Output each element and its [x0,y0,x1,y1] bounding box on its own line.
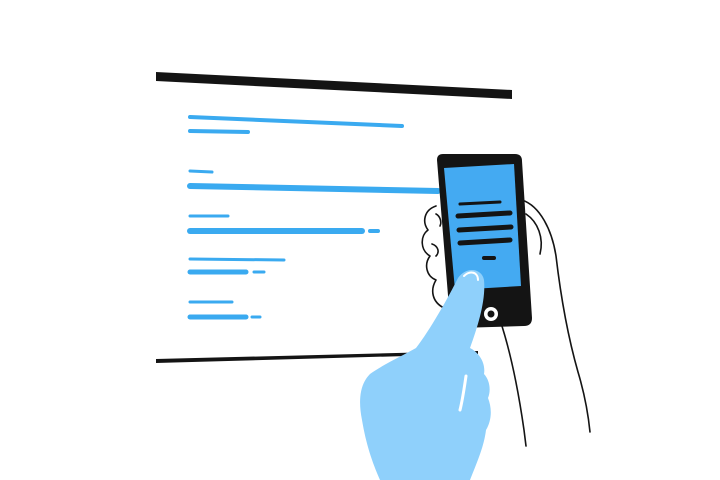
pointing-hand-shape [360,269,491,480]
holding-hand-fingers [421,205,445,309]
holding-hand-palm [521,199,591,433]
holding-hand-finger-tip [435,213,442,227]
document-line [188,115,404,128]
screen-text-line [455,210,513,219]
document-text-lines [187,115,441,320]
document-page [156,72,512,363]
document-top-border [156,72,512,99]
pointing-hand-knuckle-highlight [458,374,468,412]
document-line [187,183,441,194]
holding-hand-finger-tip [431,243,439,257]
home-button-icon [484,307,498,321]
holding-hand-thumb [525,213,542,255]
screen-text-line [457,237,513,246]
pointing-hand [360,269,491,480]
document-line [188,129,250,134]
pointing-hand-fingernail [463,271,479,281]
holding-hand [421,199,591,447]
phone-screen-text [455,200,514,260]
document-bottom-border [156,351,478,363]
holding-hand-wrist [499,319,527,447]
document-line [188,169,214,174]
screen-text-line [456,224,514,233]
screen-text-line [458,200,502,206]
document-line [188,257,286,262]
phone [437,154,532,328]
